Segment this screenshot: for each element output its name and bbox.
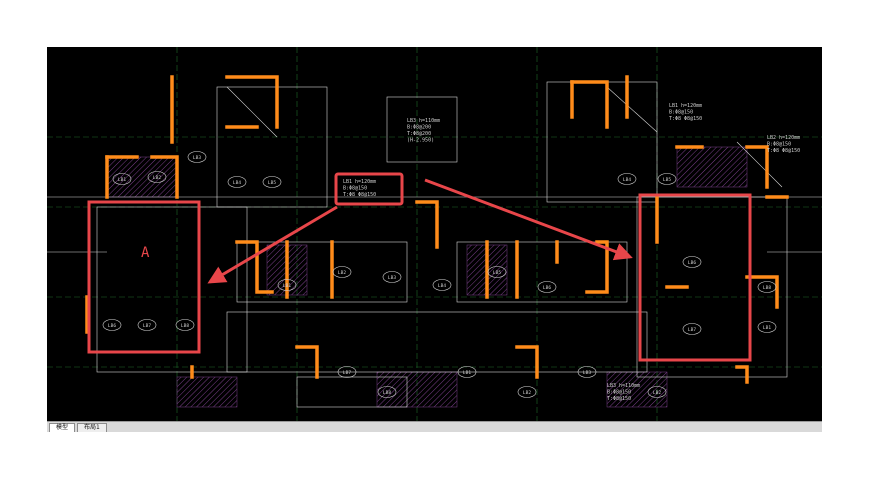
highlight-region-right bbox=[638, 193, 752, 362]
shear-walls bbox=[85, 75, 789, 384]
callout-line: B:Φ8@150 bbox=[607, 390, 631, 396]
room-tag-circle bbox=[537, 281, 557, 293]
room-tag-circle bbox=[647, 386, 667, 398]
room-tag-circle bbox=[487, 266, 507, 278]
room-tag-circle bbox=[102, 319, 122, 331]
room-tag-label: LB4 bbox=[623, 177, 631, 183]
architectural-linework bbox=[47, 81, 822, 408]
room-tag-label: LB3 bbox=[388, 275, 396, 281]
room-tag-circle bbox=[757, 281, 777, 293]
room-tag-label: LB1 bbox=[283, 283, 291, 289]
room-tag-label: LB7 bbox=[143, 323, 151, 329]
room-tag-label: LB2 bbox=[153, 175, 161, 181]
room-tag-circle bbox=[682, 323, 702, 335]
room-tag-circle bbox=[377, 386, 397, 398]
room-tag-circle bbox=[337, 366, 357, 378]
callout-line: LB2 h=120mm bbox=[767, 135, 800, 141]
callout-line: LB1 h=120mm bbox=[669, 103, 702, 109]
callout-line: T:Φ8@150 bbox=[607, 396, 631, 402]
room-tag-circle bbox=[147, 171, 167, 183]
hatched-slab-areas bbox=[106, 146, 748, 408]
red-annotations bbox=[87, 172, 752, 362]
room-tag-label: LB5 bbox=[268, 180, 276, 186]
callout-line: T:Φ8 Φ8@150 bbox=[767, 148, 800, 154]
room-tag-circle bbox=[382, 271, 402, 283]
room-tag-label: LB8 bbox=[181, 323, 189, 329]
callout-line: T:Φ8 Φ8@150 bbox=[669, 116, 702, 122]
room-tag-label: LB3 bbox=[193, 155, 201, 161]
region-label-a: A bbox=[141, 245, 150, 261]
room-tag-label: LB8 bbox=[763, 285, 771, 291]
room-tag-circle bbox=[682, 256, 702, 268]
room-tag-circle bbox=[227, 176, 247, 188]
room-tag-circle bbox=[657, 173, 677, 185]
room-tag-label: LB7 bbox=[688, 327, 696, 333]
callout-line: LB1 h=120mm bbox=[343, 179, 376, 185]
room-tag-circle bbox=[112, 173, 132, 185]
room-tag-label: LB2 bbox=[653, 390, 661, 396]
center-callout-box bbox=[334, 172, 404, 206]
callout-line: T:Φ8 Φ8@150 bbox=[343, 192, 376, 198]
room-tag-label: LB1 bbox=[763, 325, 771, 331]
callout-line: (H-2.950) bbox=[407, 138, 434, 144]
room-tag-circle bbox=[332, 266, 352, 278]
room-tag-label: LB4 bbox=[438, 283, 446, 289]
room-tag-circle bbox=[432, 279, 452, 291]
highlight-region-a bbox=[87, 200, 201, 354]
room-tag-circle bbox=[187, 151, 207, 163]
room-tag-label: LB1 bbox=[118, 177, 126, 183]
arrow-right bbox=[424, 178, 633, 261]
callout-line: T:Φ8@200 bbox=[407, 131, 431, 137]
room-tag-label: LB3 bbox=[583, 370, 591, 376]
room-tag-label: LB5 bbox=[663, 177, 671, 183]
room-tag-circle bbox=[175, 319, 195, 331]
room-tag-circle bbox=[577, 366, 597, 378]
arrow-left bbox=[207, 205, 338, 284]
room-tag-label: LB2 bbox=[523, 390, 531, 396]
callout-line: B:Φ8@150 bbox=[669, 110, 693, 116]
callout-line: B:Φ8@150 bbox=[343, 186, 367, 192]
callout-line: B:Φ8@200 bbox=[407, 125, 431, 131]
room-tag-label: LB6 bbox=[543, 285, 551, 291]
room-tag-label: LB8 bbox=[383, 390, 391, 396]
room-tag-circle bbox=[617, 173, 637, 185]
room-tag-circle bbox=[457, 366, 477, 378]
room-tag-label: LB6 bbox=[688, 260, 696, 266]
callout-line: LB3 h=110mm bbox=[407, 118, 440, 124]
room-tag-label: LB5 bbox=[493, 270, 501, 276]
room-tag-circle bbox=[517, 386, 537, 398]
callout-line: LB3 h=110mm bbox=[607, 383, 640, 389]
grid-axes bbox=[47, 47, 822, 422]
room-tag-circle bbox=[262, 176, 282, 188]
room-tag-label: LB7 bbox=[343, 370, 351, 376]
room-tag-label: LB1 bbox=[463, 370, 471, 376]
callout-line: B:Φ8@150 bbox=[767, 142, 791, 148]
layout-tab-bar: 模型 布局1 bbox=[47, 421, 822, 432]
room-tag-circle bbox=[277, 279, 297, 291]
tab-model[interactable]: 模型 bbox=[49, 423, 76, 432]
room-tag-circle bbox=[137, 319, 157, 331]
tab-layout1[interactable]: 布局1 bbox=[77, 423, 107, 432]
room-tag-label: LB6 bbox=[108, 323, 116, 329]
room-tag-label: LB2 bbox=[338, 270, 346, 276]
room-tag-label: LB4 bbox=[233, 180, 241, 186]
room-tag-circle bbox=[757, 321, 777, 333]
